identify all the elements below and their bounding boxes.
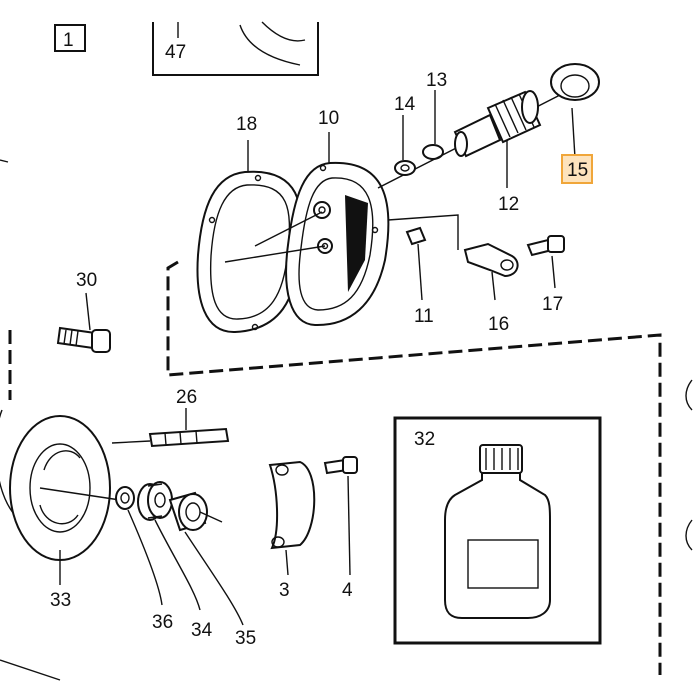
label-12: 12	[498, 194, 519, 215]
pin-26: 26	[111, 387, 230, 448]
disc-33: 33	[0, 409, 121, 611]
label-16: 16	[488, 314, 509, 335]
label-17: 17	[542, 294, 563, 315]
label-35: 35	[235, 628, 256, 649]
label-26: 26	[176, 387, 197, 408]
oil-bottle	[444, 444, 551, 619]
label-14: 14	[394, 94, 416, 115]
bearing-34: 34	[137, 481, 213, 641]
label-11: 11	[414, 306, 434, 327]
washer-36: 36	[115, 486, 173, 633]
bracket-16: 16	[463, 242, 519, 335]
label-36: 36	[152, 612, 173, 633]
bolt-30: 30	[56, 270, 111, 353]
washer-14: 14	[394, 94, 416, 176]
cover-10: 10	[285, 108, 390, 327]
page-marker: 1	[54, 24, 86, 52]
label-4: 4	[342, 580, 353, 601]
oil-bottle-box-32: 32	[393, 416, 602, 645]
label-32: 32	[414, 429, 435, 450]
race-35: 35	[168, 491, 256, 649]
label-3: 3	[279, 580, 290, 601]
gasket-18: 18	[196, 114, 303, 334]
inset-box-47: 47	[152, 21, 319, 76]
clamp-3: 3	[268, 460, 316, 601]
highlighted-part-label-15[interactable]: 15	[561, 154, 593, 184]
label-34: 34	[191, 620, 213, 641]
screw-4: 4	[323, 456, 358, 601]
label-13: 13	[426, 70, 447, 91]
label-47: 47	[165, 42, 186, 63]
page-marker-text: 1	[63, 30, 74, 51]
label-30: 30	[76, 270, 97, 291]
ring-13: 13	[422, 70, 447, 160]
breather-11: 11	[405, 226, 434, 327]
label-18: 18	[236, 114, 257, 135]
bolt-17: 17	[526, 235, 565, 315]
label-15: 15	[567, 160, 588, 181]
sleeve-12: 12	[453, 90, 542, 215]
label-10: 10	[318, 108, 339, 129]
seal-15	[550, 63, 600, 159]
label-33: 33	[50, 590, 71, 611]
